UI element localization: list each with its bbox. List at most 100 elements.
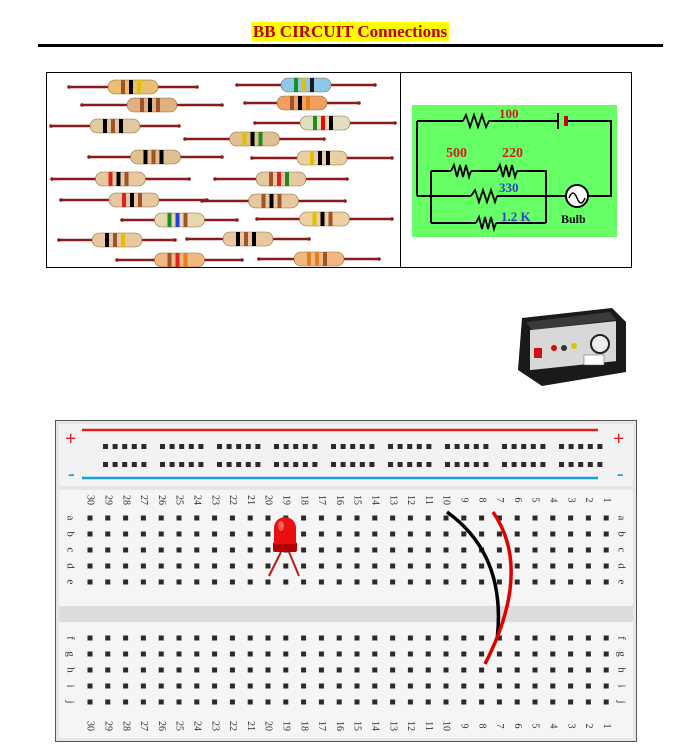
terminal-hole[interactable] — [194, 683, 200, 689]
rail-hole[interactable] — [454, 462, 460, 467]
terminal-hole[interactable] — [247, 635, 253, 641]
terminal-hole[interactable] — [568, 531, 574, 537]
rail-hole[interactable] — [255, 462, 261, 467]
terminal-hole[interactable] — [443, 667, 449, 673]
terminal-hole[interactable] — [105, 667, 111, 673]
terminal-hole[interactable] — [514, 515, 520, 521]
rail-hole[interactable] — [236, 444, 242, 449]
terminal-hole[interactable] — [212, 699, 218, 705]
terminal-hole[interactable] — [301, 531, 307, 537]
terminal-hole[interactable] — [407, 531, 413, 537]
rail-hole[interactable] — [236, 462, 242, 467]
terminal-hole[interactable] — [496, 563, 502, 569]
terminal-hole[interactable] — [550, 531, 556, 537]
rail-hole[interactable] — [369, 462, 375, 467]
rail-hole[interactable] — [131, 462, 137, 467]
terminal-hole[interactable] — [461, 667, 467, 673]
terminal-hole[interactable] — [479, 515, 485, 521]
terminal-hole[interactable] — [568, 683, 574, 689]
terminal-hole[interactable] — [212, 531, 218, 537]
terminal-hole[interactable] — [585, 579, 591, 585]
terminal-hole[interactable] — [212, 651, 218, 657]
terminal-hole[interactable] — [496, 531, 502, 537]
terminal-hole[interactable] — [479, 635, 485, 641]
terminal-hole[interactable] — [532, 683, 538, 689]
terminal-hole[interactable] — [407, 547, 413, 553]
terminal-hole[interactable] — [496, 683, 502, 689]
terminal-hole[interactable] — [372, 515, 378, 521]
terminal-hole[interactable] — [550, 563, 556, 569]
rail-hole[interactable] — [131, 444, 137, 449]
terminal-hole[interactable] — [318, 667, 324, 673]
rail-hole[interactable] — [464, 444, 470, 449]
terminal-hole[interactable] — [550, 683, 556, 689]
terminal-hole[interactable] — [425, 651, 431, 657]
terminal-hole[interactable] — [407, 651, 413, 657]
terminal-hole[interactable] — [354, 683, 360, 689]
rail-hole[interactable] — [293, 462, 299, 467]
terminal-hole[interactable] — [265, 579, 271, 585]
terminal-hole[interactable] — [479, 563, 485, 569]
terminal-hole[interactable] — [336, 635, 342, 641]
terminal-hole[interactable] — [603, 683, 609, 689]
terminal-hole[interactable] — [176, 635, 182, 641]
terminal-hole[interactable] — [479, 651, 485, 657]
terminal-hole[interactable] — [105, 579, 111, 585]
terminal-hole[interactable] — [194, 531, 200, 537]
terminal-hole[interactable] — [461, 635, 467, 641]
terminal-hole[interactable] — [158, 683, 164, 689]
rail-hole[interactable] — [198, 444, 204, 449]
terminal-hole[interactable] — [425, 667, 431, 673]
terminal-hole[interactable] — [318, 531, 324, 537]
terminal-hole[interactable] — [514, 547, 520, 553]
rail-hole[interactable] — [597, 444, 603, 449]
terminal-hole[interactable] — [390, 683, 396, 689]
terminal-hole[interactable] — [176, 515, 182, 521]
terminal-hole[interactable] — [407, 635, 413, 641]
terminal-hole[interactable] — [301, 579, 307, 585]
terminal-hole[interactable] — [372, 531, 378, 537]
rail-hole[interactable] — [388, 462, 393, 467]
terminal-hole[interactable] — [265, 683, 271, 689]
rail-hole[interactable] — [445, 444, 450, 449]
rail-hole[interactable] — [274, 444, 279, 449]
rail-hole[interactable] — [312, 462, 318, 467]
rail-hole[interactable] — [141, 462, 147, 467]
terminal-hole[interactable] — [176, 667, 182, 673]
terminal-hole[interactable] — [229, 531, 235, 537]
terminal-hole[interactable] — [479, 579, 485, 585]
terminal-hole[interactable] — [390, 515, 396, 521]
rail-hole[interactable] — [160, 444, 165, 449]
terminal-hole[interactable] — [479, 683, 485, 689]
terminal-hole[interactable] — [247, 667, 253, 673]
rail-hole[interactable] — [112, 444, 118, 449]
terminal-hole[interactable] — [158, 651, 164, 657]
rail-hole[interactable] — [169, 444, 175, 449]
terminal-hole[interactable] — [514, 635, 520, 641]
terminal-hole[interactable] — [176, 579, 182, 585]
terminal-hole[interactable] — [390, 547, 396, 553]
rail-hole[interactable] — [416, 444, 422, 449]
terminal-hole[interactable] — [212, 667, 218, 673]
rail-hole[interactable] — [255, 444, 261, 449]
terminal-hole[interactable] — [123, 635, 129, 641]
terminal-hole[interactable] — [568, 635, 574, 641]
terminal-hole[interactable] — [194, 651, 200, 657]
terminal-hole[interactable] — [105, 699, 111, 705]
terminal-hole[interactable] — [550, 547, 556, 553]
rail-hole[interactable] — [578, 462, 584, 467]
terminal-hole[interactable] — [283, 651, 289, 657]
rail-hole[interactable] — [283, 462, 289, 467]
rail-hole[interactable] — [226, 444, 232, 449]
rail-hole[interactable] — [350, 444, 356, 449]
terminal-hole[interactable] — [443, 563, 449, 569]
terminal-hole[interactable] — [318, 683, 324, 689]
terminal-hole[interactable] — [212, 683, 218, 689]
terminal-hole[interactable] — [461, 651, 467, 657]
rail-hole[interactable] — [350, 462, 356, 467]
terminal-hole[interactable] — [140, 683, 146, 689]
rail-hole[interactable] — [245, 462, 251, 467]
terminal-hole[interactable] — [532, 531, 538, 537]
rail-hole[interactable] — [359, 462, 365, 467]
terminal-hole[interactable] — [176, 547, 182, 553]
